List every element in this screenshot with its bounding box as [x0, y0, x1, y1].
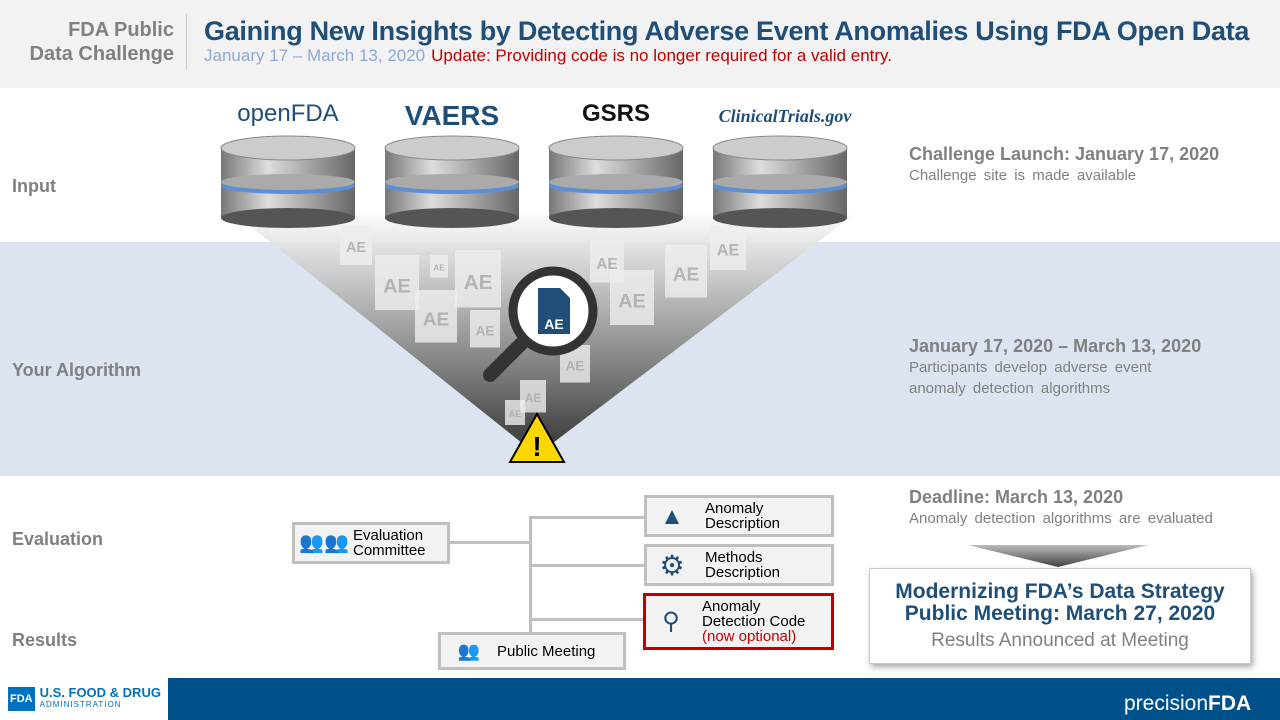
timeline-heading: Challenge Launch: January 17, 2020: [909, 144, 1220, 164]
result-title-2: Public Meeting: March 27, 2020: [904, 602, 1216, 625]
down-arrow-icon: [968, 545, 1148, 567]
source-vaers: VAERS: [404, 100, 500, 131]
ae-document-icon: AE: [665, 245, 707, 298]
optional-note: (now optional): [702, 628, 797, 645]
svg-text:AE: AE: [383, 275, 410, 297]
logo-text: precision: [1124, 692, 1209, 715]
page-title: Gaining New Insights by Detecting Advers…: [204, 16, 1250, 46]
timeline-desc: Challenge site is made available: [909, 167, 1137, 184]
precisionfda-logo[interactable]: precisionFDA: [1124, 692, 1251, 716]
connector: [529, 516, 645, 519]
row-label-algorithm: Your Algorithm: [12, 360, 141, 380]
ae-document-icon: AE: [470, 310, 500, 348]
update-notice: Update: Providing code is no longer requ…: [431, 46, 892, 65]
timeline-heading: Deadline: March 13, 2020: [909, 487, 1124, 507]
result-title-1: Modernizing FDA’s Data Strategy: [895, 580, 1225, 603]
timeline-heading: January 17, 2020 – March 13, 2020: [909, 336, 1202, 356]
box-text: Anomaly Detection Code(now optional): [702, 599, 822, 644]
database-icon: [384, 135, 520, 228]
results-callout: Modernizing FDA’s Data Strategy Public M…: [869, 568, 1251, 664]
timeline-desc: Participants develop adverse event anoma…: [909, 359, 1152, 397]
row-label-input: Input: [12, 176, 56, 196]
svg-text:AE: AE: [464, 271, 493, 294]
svg-text:AE: AE: [618, 290, 645, 312]
box-label: Public Meeting: [497, 642, 596, 660]
anomaly-detection-code-box: ⚲ Anomaly Detection Code(now optional): [643, 593, 834, 650]
ae-document-icon: AE: [505, 400, 525, 425]
header-divider: [186, 14, 187, 70]
svg-text:AE: AE: [346, 240, 366, 256]
svg-text:AE: AE: [673, 265, 699, 286]
connector: [448, 541, 532, 544]
fda-line-2: ADMINISTRATION: [39, 700, 122, 709]
timeline-desc: Anomaly detection algorithms are evaluat…: [909, 510, 1213, 527]
brand-line-1: FDA Public: [68, 19, 174, 41]
svg-text:AE: AE: [509, 409, 522, 419]
committee-people-icon: 👥👥: [299, 531, 349, 554]
svg-text:AE: AE: [423, 310, 449, 331]
database-icon: [220, 135, 356, 228]
database-icon: [548, 135, 684, 228]
source-clinicaltrials: ClinicalTrials.gov: [718, 106, 852, 126]
warning-mark: !: [532, 431, 541, 462]
evaluation-committee-box: 👥👥Evaluation Committee: [292, 522, 450, 564]
ae-document-label: AE: [544, 316, 563, 332]
source-openfda: openFDA: [237, 100, 339, 127]
source-gsrs: GSRS: [581, 100, 650, 127]
box-label: Methods Description: [705, 549, 781, 581]
meeting-audience-icon: 👥: [457, 640, 481, 661]
ae-document-icon: AE: [455, 250, 501, 308]
database-icon: [712, 135, 848, 228]
svg-text:AE: AE: [525, 392, 541, 405]
warning-triangle-icon: ▲: [660, 502, 684, 530]
connector: [529, 618, 645, 621]
footer: [0, 678, 1280, 720]
gear-icon: ⚙: [659, 549, 685, 581]
challenge-dates: January 17 – March 13, 2020: [204, 46, 426, 65]
svg-text:AE: AE: [476, 324, 495, 339]
row-label-evaluation: Evaluation: [12, 529, 104, 549]
public-meeting-box: 👥 Public Meeting: [438, 632, 626, 670]
logo-text-bold: FDA: [1208, 692, 1252, 715]
connector: [529, 516, 532, 632]
result-subtitle: Results Announced at Meeting: [931, 630, 1189, 651]
box-label: Anomaly Description: [705, 500, 781, 532]
fda-line-1: U.S. FOOD & DRUG: [39, 685, 161, 700]
ae-document-icon: AE: [430, 255, 448, 278]
subtitle: January 17 – March 13, 2020 Update: Provi…: [204, 46, 892, 66]
ae-document-icon: AE: [340, 225, 372, 265]
box-label: Anomaly Detection Code: [702, 598, 806, 630]
connector: [529, 564, 645, 567]
warning-icon: [508, 411, 566, 463]
svg-text:AE: AE: [717, 242, 740, 260]
ae-document-icon: [538, 288, 570, 334]
ae-document-icon: AE: [710, 225, 746, 270]
svg-text:AE: AE: [566, 359, 585, 374]
svg-text:AE: AE: [433, 263, 445, 272]
ae-document-icon: AE: [610, 270, 654, 325]
box-label: Evaluation Committee: [353, 527, 426, 559]
brand-line-2: Data Challenge: [29, 43, 174, 65]
methods-description-box: ⚙ Methods Description: [644, 544, 834, 586]
header: [0, 0, 1280, 88]
anomaly-description-box: ▲ Anomaly Description: [644, 495, 834, 537]
ae-document-icon: AE: [415, 290, 457, 343]
magnifier-icon: ⚲: [662, 608, 680, 635]
magnifier-handle-icon: [483, 336, 529, 382]
row-label-results: Results: [12, 630, 78, 650]
fda-mark: FDA: [8, 687, 35, 711]
ae-document-icon: AE: [375, 255, 419, 310]
svg-text:AE: AE: [596, 256, 617, 273]
